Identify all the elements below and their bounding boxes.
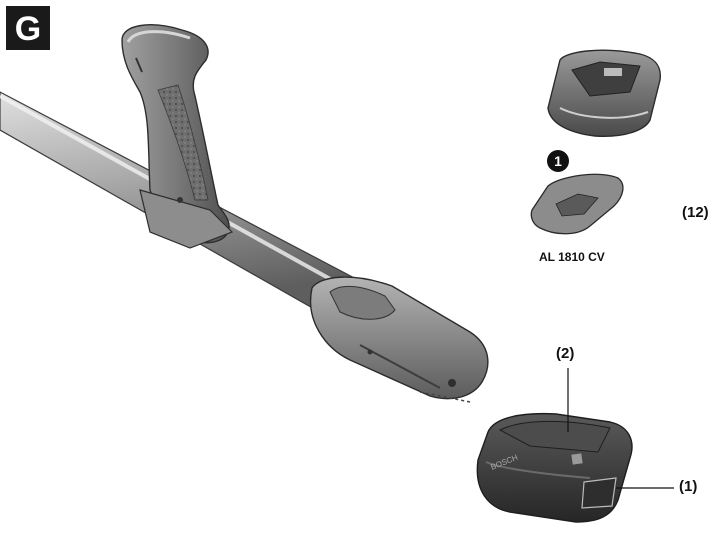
battery-charger xyxy=(547,49,662,137)
callout-battery-pack: (2) xyxy=(556,345,575,362)
auxiliary-handle xyxy=(121,24,230,244)
battery-pack: BOSCH xyxy=(476,412,633,523)
handle-clamp xyxy=(139,189,234,249)
callout-charger: (12) xyxy=(682,204,709,221)
leader-lines xyxy=(567,368,674,489)
figure-letter: G xyxy=(6,6,50,50)
step-number-badge: 1 xyxy=(547,150,569,172)
battery-receptacle-housing xyxy=(309,276,489,403)
charger-adapter xyxy=(530,173,624,235)
callout-battery-release: (1) xyxy=(679,478,698,495)
adapter-model-label: AL 1810 CV xyxy=(539,250,605,264)
